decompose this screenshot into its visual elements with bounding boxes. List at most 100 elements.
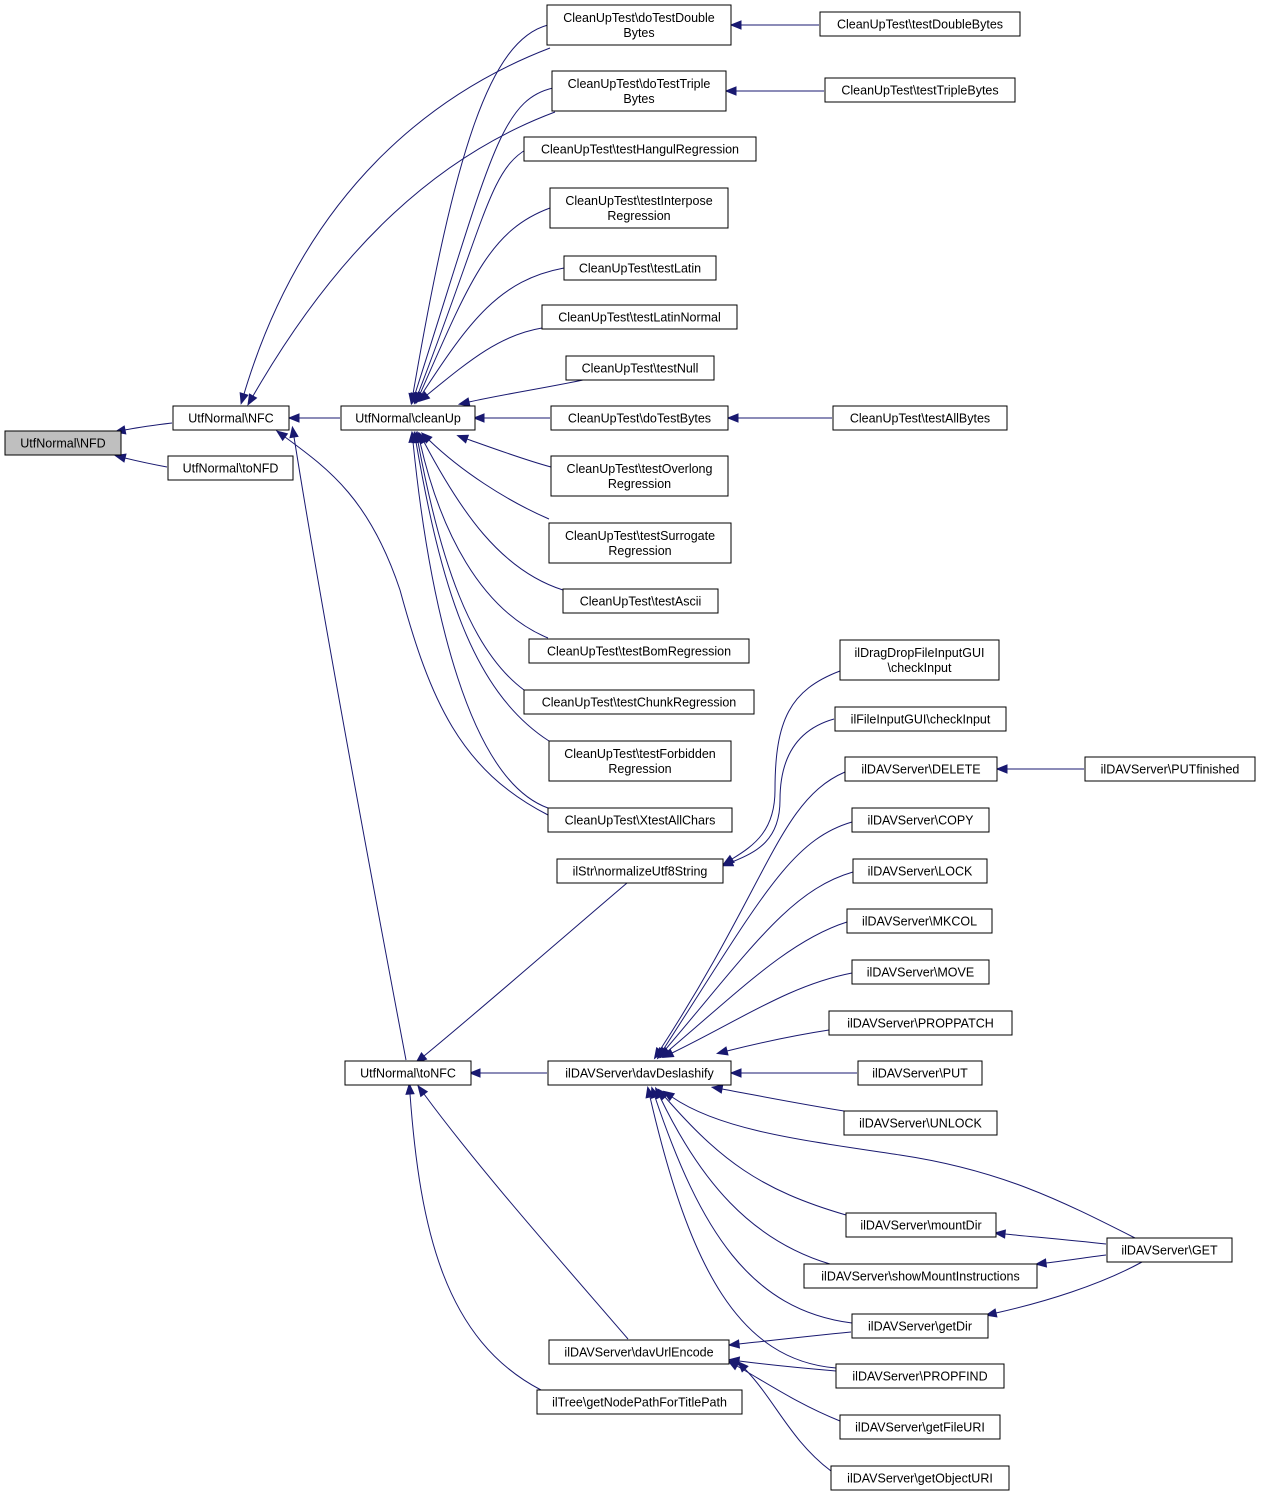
node-nfc[interactable]: UtfNormal\NFC xyxy=(172,405,290,431)
node-label: CleanUpTest\XtestAllChars xyxy=(565,814,716,828)
node-putFinished[interactable]: ilDAVServer\PUTfinished xyxy=(1084,756,1256,782)
edge-line xyxy=(721,1088,845,1112)
node-label: ilDAVServer\UNLOCK xyxy=(859,1117,982,1131)
node-xtestAllChars[interactable]: CleanUpTest\XtestAllChars xyxy=(547,807,733,833)
node-label: Bytes xyxy=(623,26,654,40)
edge-davUrlEncode-to-toNFC xyxy=(417,1084,629,1340)
node-label: Regression xyxy=(608,477,671,491)
node-davMkcol[interactable]: ilDAVServer\MKCOL xyxy=(846,908,993,934)
node-cleanUp[interactable]: UtfNormal\cleanUp xyxy=(340,405,476,431)
node-propfind[interactable]: ilDAVServer\PROPFIND xyxy=(835,1363,1005,1389)
node-box xyxy=(1106,1237,1233,1263)
node-davProppatch[interactable]: ilDAVServer\PROPPATCH xyxy=(828,1010,1013,1036)
edge-line xyxy=(738,1360,837,1372)
edge-arrowhead xyxy=(661,1048,675,1058)
node-getNodePathForTitlePath[interactable]: ilTree\getNodePathForTitlePath xyxy=(536,1389,743,1415)
node-box xyxy=(852,858,988,884)
node-toNFC[interactable]: UtfNormal\toNFC xyxy=(344,1060,472,1086)
node-mountDir[interactable]: ilDAVServer\mountDir xyxy=(845,1212,997,1238)
node-testNull[interactable]: CleanUpTest\testNull xyxy=(565,355,715,381)
node-label: CleanUpTest\testDoubleBytes xyxy=(837,18,1003,32)
edge-testChunkRegression-to-cleanUp xyxy=(413,430,525,691)
node-box xyxy=(819,11,1021,37)
node-testChunkRegression[interactable]: CleanUpTest\testChunkRegression xyxy=(523,689,755,715)
node-label: CleanUpTest\testBomRegression xyxy=(547,645,731,659)
node-davCopy[interactable]: ilDAVServer\COPY xyxy=(851,807,990,833)
node-testHangulRegression[interactable]: CleanUpTest\testHangulRegression xyxy=(523,136,757,162)
node-box xyxy=(344,1060,472,1086)
node-normalizeUtf8String[interactable]: ilStr\normalizeUtf8String xyxy=(556,858,724,884)
node-showMountInstructions[interactable]: ilDAVServer\showMountInstructions xyxy=(803,1263,1038,1289)
node-label: ilDAVServer\getObjectURI xyxy=(847,1472,993,1486)
node-label: CleanUpTest\doTestTriple xyxy=(568,77,711,91)
node-box xyxy=(834,706,1007,732)
node-davUnlock[interactable]: ilDAVServer\UNLOCK xyxy=(843,1110,998,1136)
edge-toNFC-to-nfc xyxy=(289,425,407,1061)
node-davMove[interactable]: ilDAVServer\MOVE xyxy=(851,959,990,985)
node-dragDropCheckInput[interactable]: ilDragDropFileInputGUI\checkInput xyxy=(839,639,1000,681)
node-box xyxy=(851,807,990,833)
edge-doTestTripleBytes-to-nfc xyxy=(247,111,556,406)
edge-line xyxy=(662,821,853,1051)
node-davLock[interactable]: ilDAVServer\LOCK xyxy=(852,858,988,884)
edge-arrowhead xyxy=(995,764,1008,774)
edge-xtestAllChars-to-cleanUp xyxy=(408,430,549,809)
node-label: ilDAVServer\GET xyxy=(1121,1244,1218,1258)
edges-layer xyxy=(113,20,1143,1472)
edge-arrowhead xyxy=(724,86,737,96)
node-label: \checkInput xyxy=(888,661,952,675)
edge-arrowhead xyxy=(729,20,742,30)
node-davGet[interactable]: ilDAVServer\GET xyxy=(1106,1237,1233,1263)
node-label: Regression xyxy=(608,762,671,776)
node-label: Regression xyxy=(608,544,671,558)
edge-arrowhead xyxy=(287,413,300,423)
node-getDir[interactable]: ilDAVServer\getDir xyxy=(851,1313,989,1339)
edge-line xyxy=(417,441,525,691)
node-testBomRegression[interactable]: CleanUpTest\testBomRegression xyxy=(528,638,750,664)
node-testTripleBytes[interactable]: CleanUpTest\testTripleBytes xyxy=(824,77,1016,103)
node-testLatinNormal[interactable]: CleanUpTest\testLatinNormal xyxy=(541,304,738,330)
edge-arrowhead xyxy=(456,434,470,444)
edge-line xyxy=(744,1368,832,1472)
node-box xyxy=(523,689,755,715)
node-davDelete[interactable]: ilDAVServer\DELETE xyxy=(844,756,998,782)
edge-davProppatch-to-davDeslashify xyxy=(715,1029,830,1056)
edge-line xyxy=(667,921,848,1052)
node-nfd[interactable]: UtfNormal\NFD xyxy=(4,430,122,456)
node-label: UtfNormal\toNFD xyxy=(183,462,279,476)
edge-arrowhead xyxy=(729,1068,742,1078)
edge-line xyxy=(726,1029,830,1052)
node-box xyxy=(846,908,993,934)
node-testDoubleBytes[interactable]: CleanUpTest\testDoubleBytes xyxy=(819,11,1021,37)
edge-line xyxy=(423,882,628,1057)
node-toNFD[interactable]: UtfNormal\toNFD xyxy=(167,455,294,481)
node-getObjectURI[interactable]: ilDAVServer\getObjectURI xyxy=(830,1465,1010,1491)
node-testAscii[interactable]: CleanUpTest\testAscii xyxy=(562,588,719,614)
edge-line xyxy=(995,1261,1143,1314)
node-label: ilDAVServer\PROPFIND xyxy=(852,1370,987,1384)
edge-davPut-to-davDeslashify xyxy=(729,1068,858,1078)
edge-testInterposeRegression-to-cleanUp xyxy=(415,207,551,405)
node-fileInputCheckInput[interactable]: ilFileInputGUI\checkInput xyxy=(834,706,1007,732)
node-label: CleanUpTest\testInterpose xyxy=(565,194,712,208)
node-doTestBytes[interactable]: CleanUpTest\doTestBytes xyxy=(550,405,729,431)
edge-arrowhead xyxy=(1034,1258,1048,1268)
node-davDeslashify[interactable]: ilDAVServer\davDeslashify xyxy=(547,1060,732,1086)
node-testLatin[interactable]: CleanUpTest\testLatin xyxy=(563,255,717,281)
edge-getDir-to-davUrlEncode xyxy=(727,1331,852,1349)
node-box xyxy=(167,455,294,481)
edge-getNodePathForTitlePath-to-toNFC xyxy=(405,1082,542,1391)
node-davPut[interactable]: ilDAVServer\PUT xyxy=(857,1060,983,1086)
node-box xyxy=(845,1212,997,1238)
node-testAllBytes[interactable]: CleanUpTest\testAllBytes xyxy=(832,405,1008,431)
edge-davCopy-to-davDeslashify xyxy=(656,821,853,1060)
edge-arrowhead xyxy=(289,425,299,439)
node-davUrlEncode[interactable]: ilDAVServer\davUrlEncode xyxy=(548,1339,730,1365)
node-getFileURI[interactable]: ilDAVServer\getFileURI xyxy=(839,1414,1001,1440)
